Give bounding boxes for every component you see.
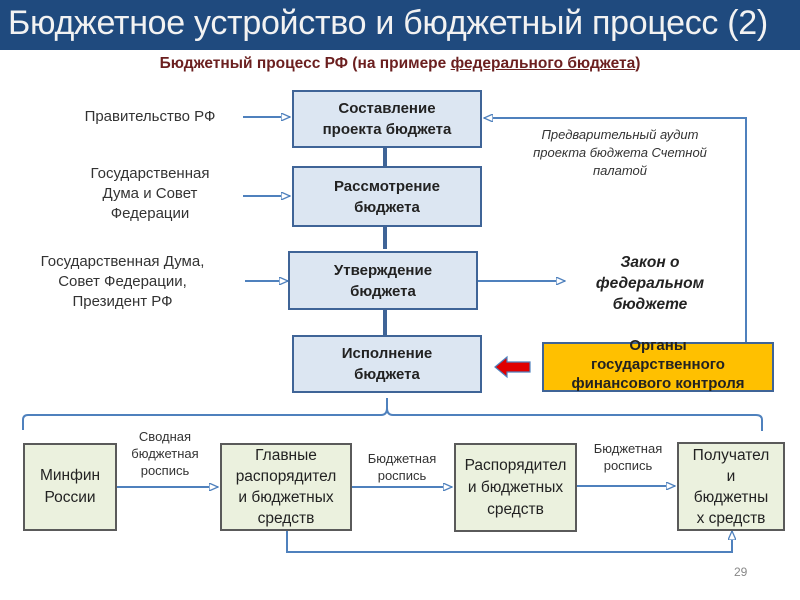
- stage-drafting[interactable]: Составление проекта бюджета: [292, 90, 482, 148]
- stage-approval[interactable]: Утверждение бюджета: [288, 251, 478, 310]
- connector-stage-2-3: [383, 227, 387, 249]
- chain-box-main-managers[interactable]: Главные распорядител и бюджетных средств: [220, 443, 352, 531]
- actor-duma-council-president: Государственная Дума, Совет Федерации, П…: [40, 253, 205, 310]
- connector-stage-3-4: [383, 310, 387, 335]
- actor-government: Правительство РФ: [84, 108, 216, 125]
- actor-duma-council: Государственная Дума и Совет Федерации: [90, 165, 210, 222]
- chain-box-minfin[interactable]: Минфин России: [23, 443, 117, 531]
- chain-label-1: Сводная бюджетная роспись: [131, 429, 199, 478]
- title-bar: Бюджетное устройство и бюджетный процесс…: [0, 0, 800, 50]
- slide-title: Бюджетное устройство и бюджетный процесс…: [8, 4, 768, 42]
- stage-execution[interactable]: Исполнение бюджета: [292, 335, 482, 393]
- slide-subtitle: Бюджетный процесс РФ (на примере федерал…: [0, 55, 800, 73]
- connector-stage-4-brace: [386, 398, 388, 408]
- brace: [22, 407, 763, 431]
- chain-label-2: Бюджетная роспись: [367, 451, 437, 483]
- control-box[interactable]: [542, 342, 774, 392]
- chain-box-managers[interactable]: Распорядител и бюджетных средств: [454, 443, 577, 532]
- red-arrow-icon: [494, 355, 531, 379]
- audit-feedback-line: [484, 118, 747, 342]
- audit-note: Предварительный аудит проекта бюджета Сч…: [533, 127, 707, 178]
- chain-box-recipients[interactable]: Получател и бюджетны х средств: [677, 442, 785, 531]
- law-note: Закон о федеральном бюджете: [595, 254, 705, 313]
- subtitle-suffix: ): [635, 55, 641, 72]
- chain-bypass-arrow: [286, 531, 732, 553]
- subtitle-prefix: Бюджетный процесс РФ (на примере: [159, 55, 451, 72]
- control-box-label: Органы государственного финансового конт…: [571, 337, 745, 392]
- stage-review[interactable]: Рассмотрение бюджета: [292, 166, 482, 227]
- subtitle-link[interactable]: федерального бюджета: [450, 55, 636, 72]
- chain-label-3: Бюджетная роспись: [593, 441, 663, 473]
- connector-stage-1-2: [383, 148, 387, 166]
- page-number: 29: [734, 565, 748, 579]
